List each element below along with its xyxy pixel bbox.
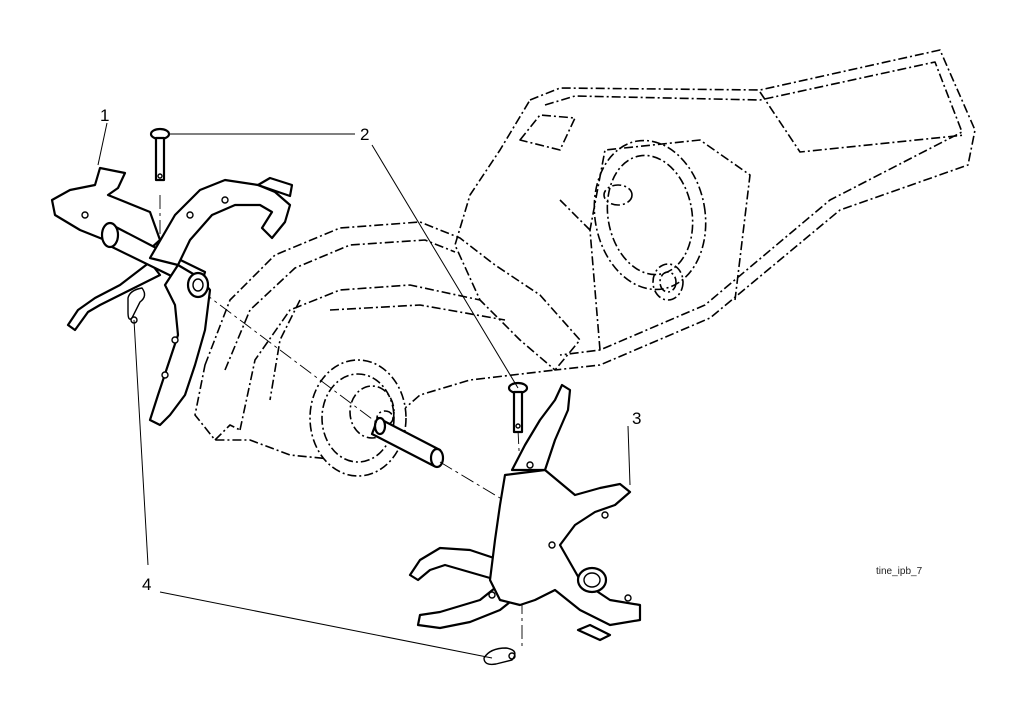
tine-assembly-right [408,383,642,642]
callout-3: 3 [632,409,641,428]
callout-4: 4 [142,575,151,594]
callout-leaders [97,122,631,659]
tine-assembly-left [50,166,294,427]
callout-1: 1 [100,106,109,125]
hairpin-clip-left [127,287,146,324]
clevis-pin-right [507,381,529,434]
tiller-gearbox-phantom [194,49,976,477]
hairpin-clip-right [483,647,516,666]
callout-2: 2 [360,125,369,144]
clevis-pin-left [149,127,171,182]
figure-id: tine_ipb_7 [876,566,923,577]
